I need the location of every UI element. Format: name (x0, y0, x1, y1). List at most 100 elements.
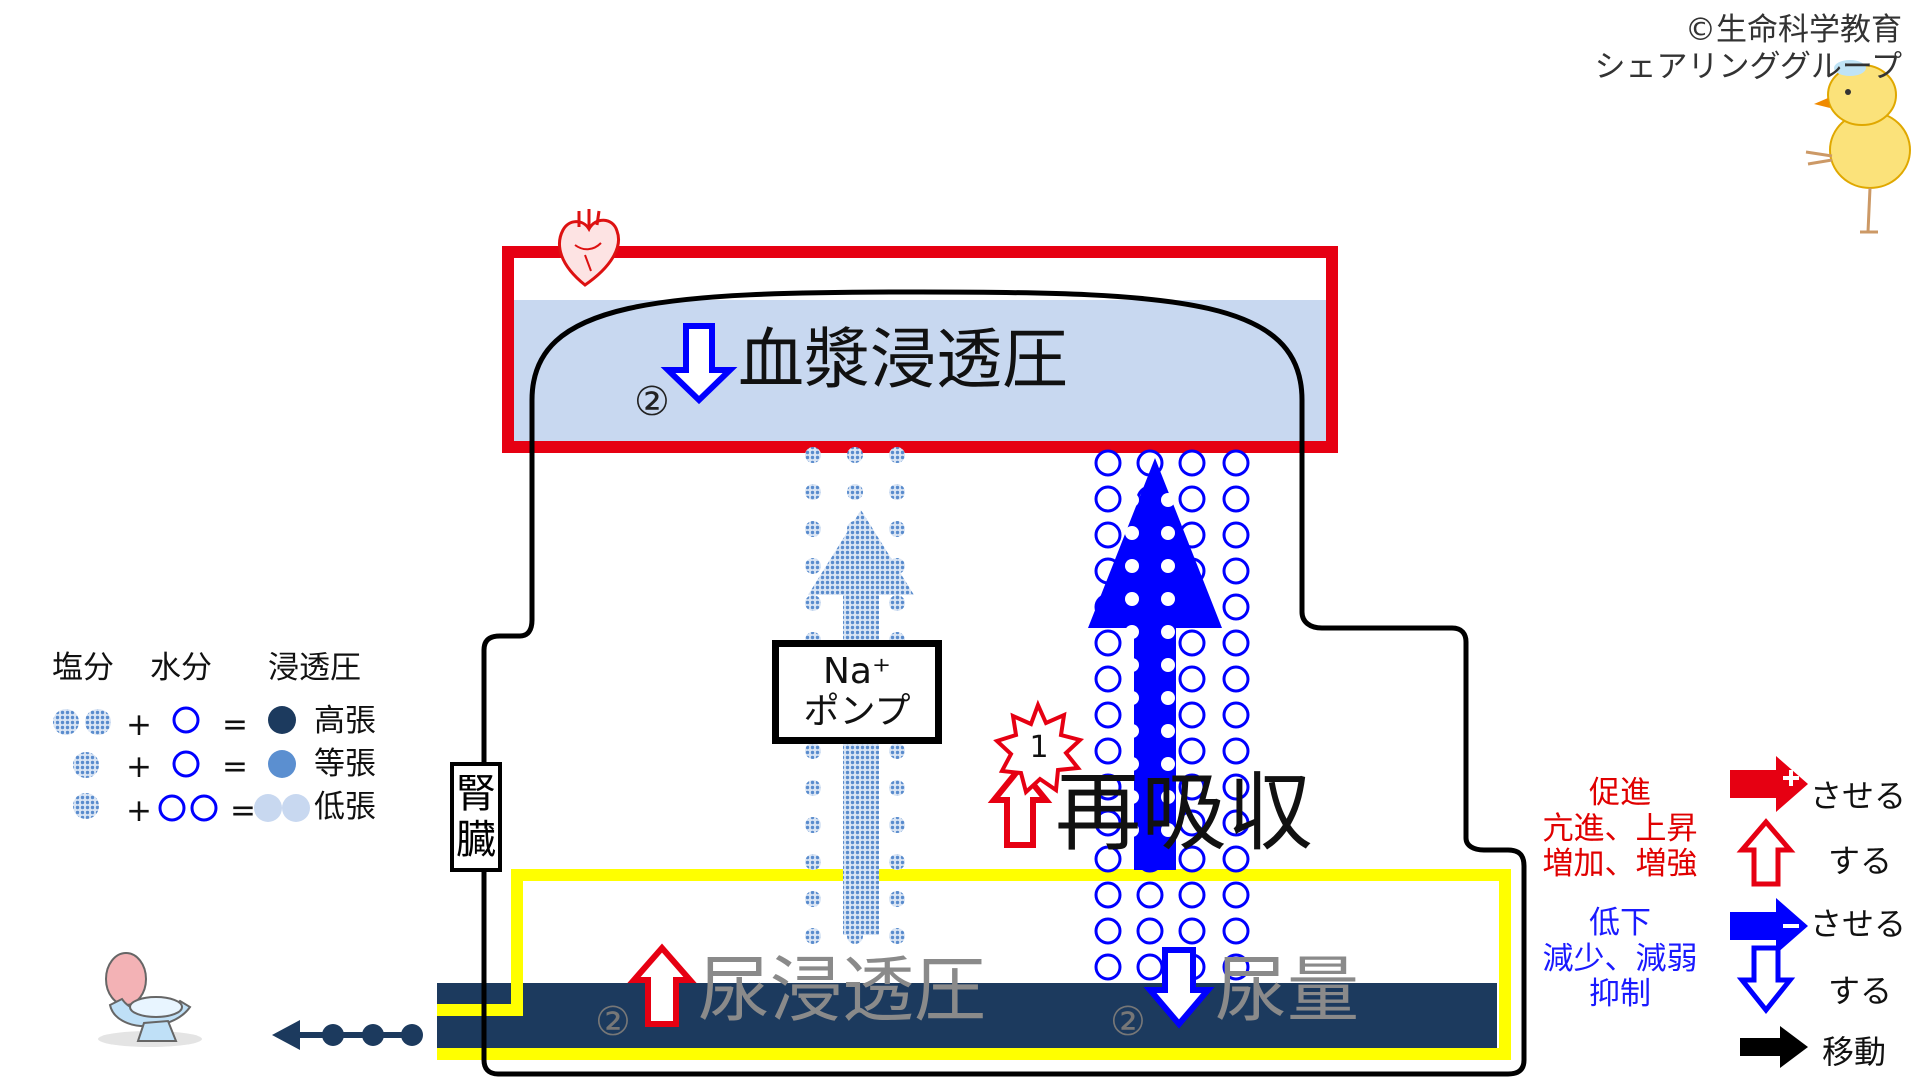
water-particle (1178, 845, 1206, 873)
salt-particle (805, 595, 821, 611)
salt-particle (805, 854, 821, 870)
salt-particle (805, 891, 821, 907)
water-particle (1222, 737, 1250, 765)
salt-particle (805, 928, 821, 944)
key-red-bold-arrow (1730, 756, 1808, 812)
water-particle-in-arrow (1125, 592, 1139, 606)
water-particle (1222, 665, 1250, 693)
hypotonic-mark (282, 794, 310, 822)
salt-particle (889, 743, 905, 759)
water-particle (1222, 521, 1250, 549)
water-particle (1094, 449, 1122, 477)
water-particle-in-arrow (1161, 658, 1175, 672)
water-particle (1222, 557, 1250, 585)
hypotonic-mark (254, 794, 282, 822)
toilet-icon (98, 952, 202, 1047)
water-particle (1094, 953, 1122, 981)
water-particle (1222, 773, 1250, 801)
legend-marks (53, 706, 310, 822)
kidney-outline (481, 289, 1527, 1077)
key-do-red: する (1828, 842, 1893, 880)
salt-particle (53, 709, 79, 735)
key-blue-outline-arrow (1736, 945, 1796, 1015)
key-make-red: させる (1810, 777, 1907, 815)
salt-particle (847, 484, 863, 500)
copyright: ©生命科学教育 シェアリンググループ (1594, 12, 1902, 86)
water-particle (1222, 881, 1250, 909)
urine-fill (437, 983, 1497, 1054)
salt-particle (889, 928, 905, 944)
urine-osm-circled-number: ② (595, 999, 631, 1045)
water-particle (1094, 809, 1122, 837)
urine-osm-up-arrow (627, 943, 697, 1027)
legend-result-2: 等張 (314, 746, 376, 782)
legend-result-3: 低張 (314, 789, 376, 825)
salt-particle (889, 854, 905, 870)
water-particle (1094, 881, 1122, 909)
chick-icon (1805, 60, 1911, 234)
legend-header-salt: 塩分 (52, 650, 114, 686)
water-particle-in-arrow (1161, 724, 1175, 738)
salt-particle (805, 780, 821, 796)
water-particle-in-arrow (1125, 757, 1139, 771)
water-reabsorption-arrow (1088, 458, 1222, 870)
legend-equals-3: = (230, 793, 256, 829)
water-particle (1222, 809, 1250, 837)
water-particle (1136, 917, 1164, 945)
water-particle-in-arrow (1125, 823, 1139, 837)
water-particle (1178, 449, 1206, 477)
urine-tube-outline (437, 869, 1511, 1060)
urine-volume-label: 尿量 (1215, 948, 1360, 1032)
water-particle-in-arrow (1125, 526, 1139, 540)
water-particle-in-arrow (1161, 625, 1175, 639)
water-particle (1222, 953, 1250, 981)
water-particle-in-arrow (1125, 724, 1139, 738)
key-move-arrow (1740, 1026, 1808, 1068)
water-particle (190, 794, 218, 822)
salt-particle (889, 891, 905, 907)
water-particle (1178, 629, 1206, 657)
water-particle-in-arrow (1161, 559, 1175, 573)
na-pump-label: Na⁺ ポンプ (772, 640, 942, 744)
salt-particle (847, 447, 863, 463)
water-particle-in-arrow (1161, 493, 1175, 507)
legend-header-osmotic: 浸透圧 (268, 650, 361, 686)
salt-particle (73, 752, 99, 778)
water-particle (1178, 485, 1206, 513)
water-particle (1136, 881, 1164, 909)
salt-particle (805, 558, 821, 574)
water-particle (1222, 593, 1250, 621)
key-reduce-text: 低下 減少、減弱 抑制 (1542, 905, 1698, 1013)
water-particle-in-arrow (1125, 625, 1139, 639)
water-particle-in-arrow (1125, 790, 1139, 804)
urine-vol-circled-number: ② (1110, 999, 1146, 1045)
salt-particle (805, 521, 821, 537)
legend-equals-1: = (222, 707, 248, 743)
water-particle (1094, 773, 1122, 801)
water-particle-in-arrow (1125, 493, 1139, 507)
starburst-icon (993, 699, 1085, 796)
water-particle-in-arrow (1161, 691, 1175, 705)
water-particle-in-arrow (1161, 823, 1175, 837)
salt-particle (73, 793, 99, 819)
key-blue-bold-arrow (1730, 898, 1808, 954)
salt-particle (85, 709, 111, 735)
water-particle (172, 706, 200, 734)
water-particle-in-arrow (1125, 559, 1139, 573)
water-particle (1094, 665, 1122, 693)
salt-particle (889, 447, 905, 463)
salt-particle (805, 817, 821, 833)
plasma-fill (513, 300, 1328, 445)
water-particle (1178, 737, 1206, 765)
key-red-outline-arrow (1736, 818, 1796, 887)
plasma-down-arrow (660, 323, 738, 405)
salt-particle (889, 817, 905, 833)
water-particle (1178, 701, 1206, 729)
key-make-blue: させる (1810, 905, 1907, 943)
water-particle (1094, 737, 1122, 765)
water-in-arrow-dots (1125, 493, 1175, 837)
starburst-number: 1 (1029, 730, 1048, 765)
blood-vessel-box (502, 246, 1338, 453)
water-particle (1222, 917, 1250, 945)
